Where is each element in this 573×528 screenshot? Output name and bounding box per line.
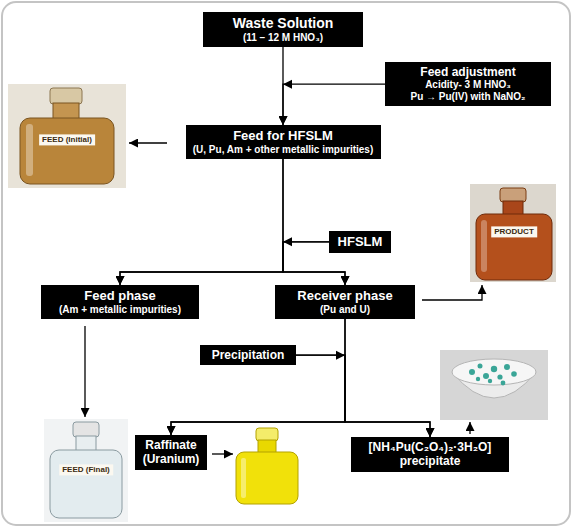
grain: [478, 364, 483, 369]
photo-arrow: [422, 285, 482, 300]
flow-arrow: [345, 319, 430, 437]
glass-highlight: [241, 458, 246, 498]
grain: [488, 379, 492, 383]
process-box: Precipitation: [200, 345, 296, 365]
precipitate-grains: [469, 364, 517, 386]
feed-initial-bottle: [8, 84, 126, 188]
photo-arrow: [469, 422, 470, 434]
bottle-body: [476, 214, 552, 280]
junction-arrowhead: [336, 351, 345, 360]
bottle-stopper: [73, 422, 99, 437]
flow-arrow: [171, 355, 345, 435]
process-box: Feed adjustmentAcidity- 3 M HNO₃Pu → Pu(…: [385, 62, 551, 106]
photo-ground: [440, 350, 548, 420]
process-box: Feed phase(Am + metallic impurities): [41, 285, 199, 319]
process-box: Raffinate(Uranium): [135, 435, 207, 470]
glass-highlight: [481, 220, 487, 272]
bottle-label: PRODUCT: [491, 226, 537, 237]
bottle-body: [50, 450, 122, 518]
dish-rim: [452, 359, 536, 385]
process-box: Waste Solution(11 – 12 M HNO₃): [203, 12, 363, 47]
photo-ground: [470, 184, 556, 282]
grain: [491, 366, 497, 372]
process-box: HFSLM: [329, 231, 391, 253]
grain: [501, 381, 506, 386]
box-detail: (Pu and U): [281, 304, 409, 316]
precipitate-dish: [440, 350, 548, 420]
photo-ground: [44, 419, 128, 522]
box-heading: HFSLM: [335, 234, 385, 250]
box-heading: Feed for HFSLM: [192, 128, 375, 144]
box-heading: Waste Solution: [209, 15, 357, 32]
junction-arrowhead: [283, 237, 292, 246]
grain: [483, 373, 489, 379]
box-heading: Raffinate: [141, 438, 201, 452]
box-heading: Feed adjustment: [391, 65, 545, 79]
grain: [497, 374, 502, 379]
box-heading: Feed phase: [47, 288, 193, 304]
box-detail: precipitate: [357, 454, 503, 468]
box-detail: Pu → Pu(IV) with NaNO₂: [391, 91, 545, 103]
junction-arrowhead: [283, 80, 292, 89]
flow-arrow: [120, 159, 283, 285]
box-detail: Acidity- 3 M HNO₃: [391, 79, 545, 91]
grain: [511, 371, 517, 377]
bottle-label: FEED (Final): [59, 464, 113, 475]
glass-highlight: [26, 124, 33, 176]
bottle-body: [236, 452, 298, 504]
box-heading: Receiver phase: [281, 288, 409, 304]
bottle-neck: [76, 436, 96, 451]
bottle-body: [20, 118, 114, 184]
box-detail: (Uranium): [141, 452, 201, 466]
bottle-stopper: [50, 88, 82, 104]
flow-arrow: [296, 355, 430, 437]
box-heading: Precipitation: [206, 348, 290, 362]
product-bottle: [470, 184, 556, 282]
photo-arrow: [129, 142, 167, 143]
photo-arrow: [212, 453, 233, 454]
box-heading: [NH₄Pu(C₂O₄)₂·3H₂O]: [357, 440, 503, 454]
flow-arrow: [171, 319, 345, 435]
flow-arrow: [283, 159, 345, 285]
photo-ground: [8, 84, 126, 188]
process-box: Receiver phase(Pu and U): [275, 285, 415, 319]
flow-arrow: [283, 84, 385, 125]
box-detail: (11 – 12 M HNO₃): [209, 32, 357, 44]
bottle-neck: [53, 103, 79, 120]
photo-arrow: [84, 326, 85, 417]
grain: [476, 377, 480, 381]
box-detail: (U, Pu, Am + other metallic impurities): [192, 144, 375, 156]
grain: [469, 369, 475, 375]
grain: [504, 364, 510, 370]
process-box: [NH₄Pu(C₂O₄)₂·3H₂O]precipitate: [351, 437, 509, 472]
bottle-stopper: [256, 428, 278, 441]
process-box: Feed for HFSLM(U, Pu, Am + other metalli…: [186, 125, 381, 159]
feed-final-bottle: [44, 419, 128, 522]
bottle-stopper: [500, 188, 526, 202]
flow-arrow: [120, 242, 329, 285]
box-detail: (Am + metallic impurities): [47, 304, 193, 316]
bottle-label: FEED (Initial): [39, 134, 95, 145]
raffinate-bottle: [236, 428, 298, 504]
